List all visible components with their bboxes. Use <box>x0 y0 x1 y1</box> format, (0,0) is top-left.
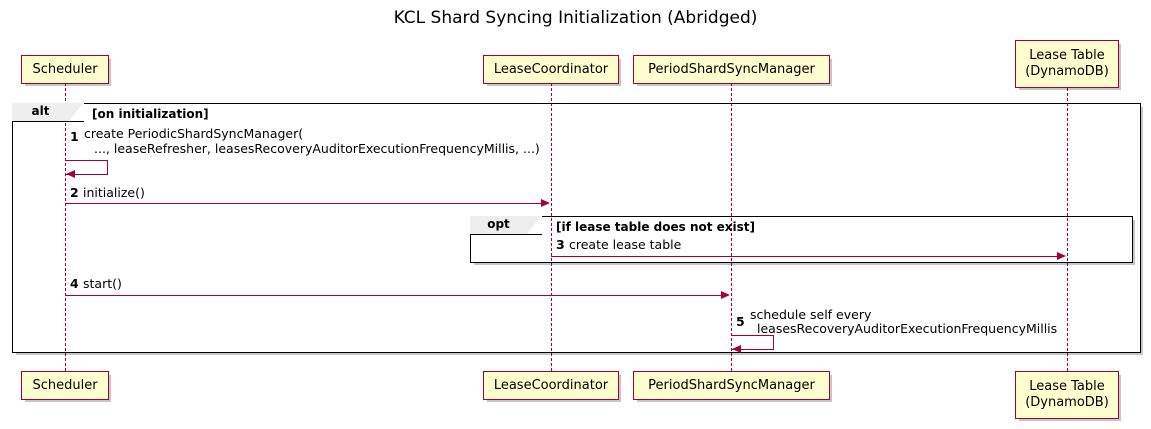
message-5-text-line2: leasesRecoveryAuditorExecutionFrequencyM… <box>757 321 1058 336</box>
participant-scheduler-top[interactable]: Scheduler <box>21 55 109 84</box>
message-1-text-line2: ..., leaseRefresher, leasesRecoveryAudit… <box>94 141 540 156</box>
participant-leasetable-top-label-line2: (DynamoDB) <box>1025 64 1109 79</box>
message-3-line <box>551 256 1058 257</box>
participant-leasetable-bottom-label-line1: Lease Table <box>1029 379 1105 395</box>
lifeline-leasecoordinator <box>551 83 552 371</box>
fragment-opt <box>470 216 1133 263</box>
message-1-self-loop <box>65 160 108 175</box>
participant-leasecoordinator-top-label: LeaseCoordinator <box>493 61 609 77</box>
participant-leasecoordinator-top[interactable]: LeaseCoordinator <box>483 55 619 84</box>
lifeline-periodshardsyncmanager <box>731 83 732 371</box>
message-1-label: 1 <box>70 130 79 144</box>
participant-leasecoordinator-bottom-label: LeaseCoordinator <box>493 377 609 393</box>
message-3-label: 3 <box>556 238 565 252</box>
fragment-alt-operator: alt <box>31 104 50 118</box>
lifeline-leasetable <box>1067 88 1068 371</box>
message-3-arrowhead <box>1057 252 1066 260</box>
fragment-opt-operator-label: opt <box>470 215 542 235</box>
message-4-label: 4 <box>70 277 79 291</box>
participant-periodshardsyncmanager-top-label: PeriodShardSyncManager <box>648 61 815 77</box>
fragment-opt-operator: opt <box>487 217 510 231</box>
fragment-opt-condition: [if lease table does not exist] <box>556 220 756 234</box>
message-2-label: 2 <box>70 186 79 200</box>
fragment-alt-operator-label: alt <box>12 102 84 122</box>
fragment-alt <box>12 103 1141 353</box>
message-5-arrowhead <box>732 345 741 353</box>
message-3-number: 3 <box>556 237 565 252</box>
participant-periodshardsyncmanager-top[interactable]: PeriodShardSyncManager <box>633 55 830 84</box>
participant-leasetable-bottom[interactable]: Lease Table (DynamoDB) <box>1015 371 1119 419</box>
participant-scheduler-top-label: Scheduler <box>32 61 98 77</box>
message-2-number: 2 <box>70 185 79 200</box>
fragment-alt-condition: [on initialization] <box>92 107 209 121</box>
message-1-number: 1 <box>70 129 79 144</box>
participant-periodshardsyncmanager-bottom[interactable]: PeriodShardSyncManager <box>633 371 830 400</box>
message-2-arrowhead <box>541 199 550 207</box>
participant-leasetable-top[interactable]: Lease Table (DynamoDB) <box>1015 40 1119 88</box>
message-5-label: 5 <box>736 315 745 329</box>
message-5-self-loop <box>731 335 774 350</box>
participant-periodshardsyncmanager-bottom-label: PeriodShardSyncManager <box>648 377 815 393</box>
message-1-text-line1: create PeriodicShardSyncManager( <box>84 126 304 141</box>
participant-leasecoordinator-bottom[interactable]: LeaseCoordinator <box>483 371 619 400</box>
message-4-arrowhead <box>721 291 730 299</box>
message-4-number: 4 <box>70 276 79 291</box>
page-title: KCL Shard Syncing Initialization (Abridg… <box>393 8 758 28</box>
participant-scheduler-bottom[interactable]: Scheduler <box>21 371 109 400</box>
message-5-number: 5 <box>736 314 745 329</box>
lifeline-scheduler <box>65 83 66 371</box>
message-2-line <box>65 203 542 204</box>
message-2-text: initialize() <box>83 185 145 200</box>
participant-leasetable-top-label-line1: Lease Table <box>1029 48 1105 64</box>
message-1-arrowhead <box>66 170 75 178</box>
message-4-text: start() <box>83 276 122 291</box>
participant-leasetable-bottom-label-line2: (DynamoDB) <box>1025 395 1109 410</box>
message-5-text-line1: schedule self every <box>750 307 872 322</box>
participant-scheduler-bottom-label: Scheduler <box>32 377 98 393</box>
message-3-text: create lease table <box>569 237 682 252</box>
message-4-line <box>65 295 722 296</box>
